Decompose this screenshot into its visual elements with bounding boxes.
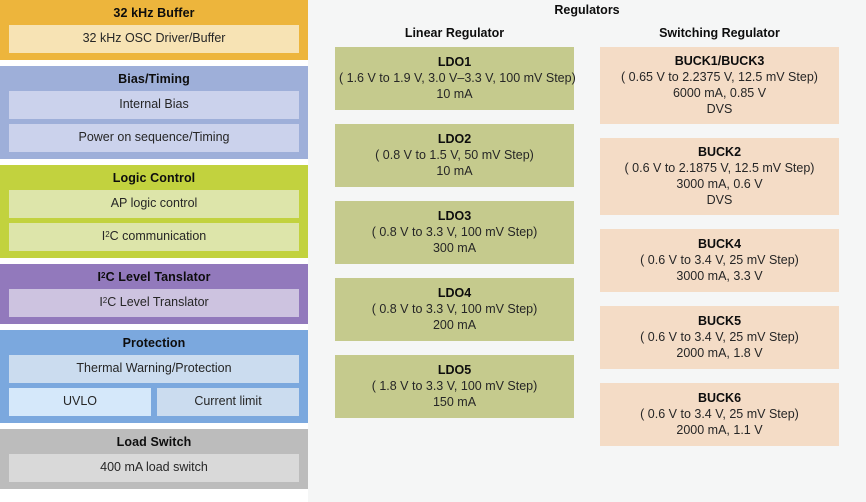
- regulator-spec-line: ( 1.6 V to 1.9 V, 3.0 V–3.3 V, 100 mV St…: [339, 71, 576, 85]
- regulator-spec-line: 10 mA: [436, 87, 473, 101]
- regulator-box: LDO5 ( 1.8 V to 3.3 V, 100 mV Step) 150 mA: [335, 355, 574, 418]
- superscript-two: 2: [101, 271, 106, 280]
- regulator-name: LDO5: [437, 363, 472, 377]
- regulator-box: BUCK5 ( 0.6 V to 3.4 V, 25 mV Step) 2000 m…: [600, 306, 839, 369]
- regulator-spec-line: 300 mA: [432, 241, 477, 255]
- regulator-spec-line: ( 0.65 V to 2.2375 V, 12.5 mV Step): [621, 70, 818, 84]
- regulator-box: BUCK4 ( 0.6 V to 3.4 V, 25 mV Step) 3000 m…: [600, 229, 839, 292]
- sub-block: UVLO: [9, 388, 151, 416]
- block-title: I2C Level Tanslator: [97, 270, 211, 284]
- regulator-name: BUCK5: [697, 314, 742, 328]
- block-title: 32 kHz Buffer: [113, 6, 195, 20]
- regulator-name: LDO1: [437, 55, 472, 69]
- column-title: Switching Regulator: [659, 26, 780, 40]
- regulator-box: LDO3 ( 0.8 V to 3.3 V, 100 mV Step) 300 mA: [335, 201, 574, 264]
- regulator-box: LDO2 ( 0.8 V to 1.5 V, 50 mV Step) 10 mA: [335, 124, 574, 187]
- sub-block: Thermal Warning/Protection: [9, 355, 299, 383]
- regulator-name: BUCK2: [697, 145, 742, 159]
- regulator-spec-line: 150 mA: [432, 395, 477, 409]
- regulator-spec-line: ( 0.6 V to 2.1875 V, 12.5 mV Step): [624, 161, 815, 175]
- block-title: Protection: [122, 336, 186, 350]
- block-load-switch: Load Switch 400 mA load switch: [0, 429, 308, 489]
- sub-block: I2C Level Translator: [9, 289, 299, 317]
- block-title: Logic Control: [112, 171, 196, 185]
- regulator-box: LDO4 ( 0.8 V to 3.3 V, 100 mV Step) 200 mA: [335, 278, 574, 341]
- regulator-spec-line: ( 0.6 V to 3.4 V, 25 mV Step): [640, 407, 799, 421]
- regulator-spec-line: ( 0.8 V to 3.3 V, 100 mV Step): [371, 302, 538, 316]
- regulator-spec-line: 3000 mA, 3.3 V: [676, 269, 763, 283]
- column-title: Linear Regulator: [404, 26, 505, 40]
- regulator-name: BUCK4: [697, 237, 742, 251]
- regulator-box: BUCK2 ( 0.6 V to 2.1875 V, 12.5 mV Step) 3…: [600, 138, 839, 215]
- regulator-spec-line: 2000 mA, 1.8 V: [676, 346, 763, 360]
- regulator-spec-line: DVS: [706, 102, 733, 116]
- regulator-name: BUCK1/BUCK3: [674, 54, 765, 68]
- regulator-name: LDO4: [437, 286, 472, 300]
- regulator-spec-line: ( 0.6 V to 3.4 V, 25 mV Step): [640, 330, 799, 344]
- block-osc-buffer: 32 kHz Buffer 32 kHz OSC Driver/Buffer: [0, 0, 308, 60]
- regulator-box: LDO1 ( 1.6 V to 1.9 V, 3.0 V–3.3 V, 100 m…: [335, 47, 576, 110]
- sub-block: 400 mA load switch: [9, 454, 299, 482]
- regulator-box: BUCK1/BUCK3 ( 0.65 V to 2.2375 V, 12.5 mV…: [600, 47, 839, 124]
- regulator-name: LDO2: [437, 132, 472, 146]
- regulator-box: BUCK6 ( 0.6 V to 3.4 V, 25 mV Step) 2000 m…: [600, 383, 839, 446]
- sub-block: Power on sequence/Timing: [9, 124, 299, 152]
- regulator-name: BUCK6: [697, 391, 742, 405]
- sub-block: Current limit: [157, 388, 299, 416]
- regulator-spec-line: 10 mA: [436, 164, 473, 178]
- regulator-spec-line: 2000 mA, 1.1 V: [676, 423, 763, 437]
- regulator-spec-line: ( 0.6 V to 3.4 V, 25 mV Step): [640, 253, 799, 267]
- sub-block: Internal Bias: [9, 91, 299, 119]
- superscript-two: 2: [102, 296, 108, 305]
- regulators-title: Regulators: [554, 3, 620, 17]
- superscript-two: 2: [105, 230, 110, 239]
- regulator-spec-line: 200 mA: [432, 318, 477, 332]
- regulator-spec-line: ( 1.8 V to 3.3 V, 100 mV Step): [371, 379, 538, 393]
- regulator-spec-line: ( 0.8 V to 3.3 V, 100 mV Step): [371, 225, 538, 239]
- sub-block: AP logic control: [9, 190, 299, 218]
- regulator-spec-line: 3000 mA, 0.6 V: [676, 177, 763, 191]
- regulator-spec-line: DVS: [706, 193, 733, 207]
- regulator-spec-line: ( 0.8 V to 1.5 V, 50 mV Step): [375, 148, 534, 162]
- regulator-name: LDO3: [437, 209, 472, 223]
- block-title: Bias/Timing: [118, 72, 190, 86]
- block-title: Load Switch: [116, 435, 192, 449]
- regulator-spec-line: 6000 mA, 0.85 V: [672, 86, 767, 100]
- sub-block: 32 kHz OSC Driver/Buffer: [9, 25, 299, 53]
- sub-block: I2C communication: [9, 223, 299, 251]
